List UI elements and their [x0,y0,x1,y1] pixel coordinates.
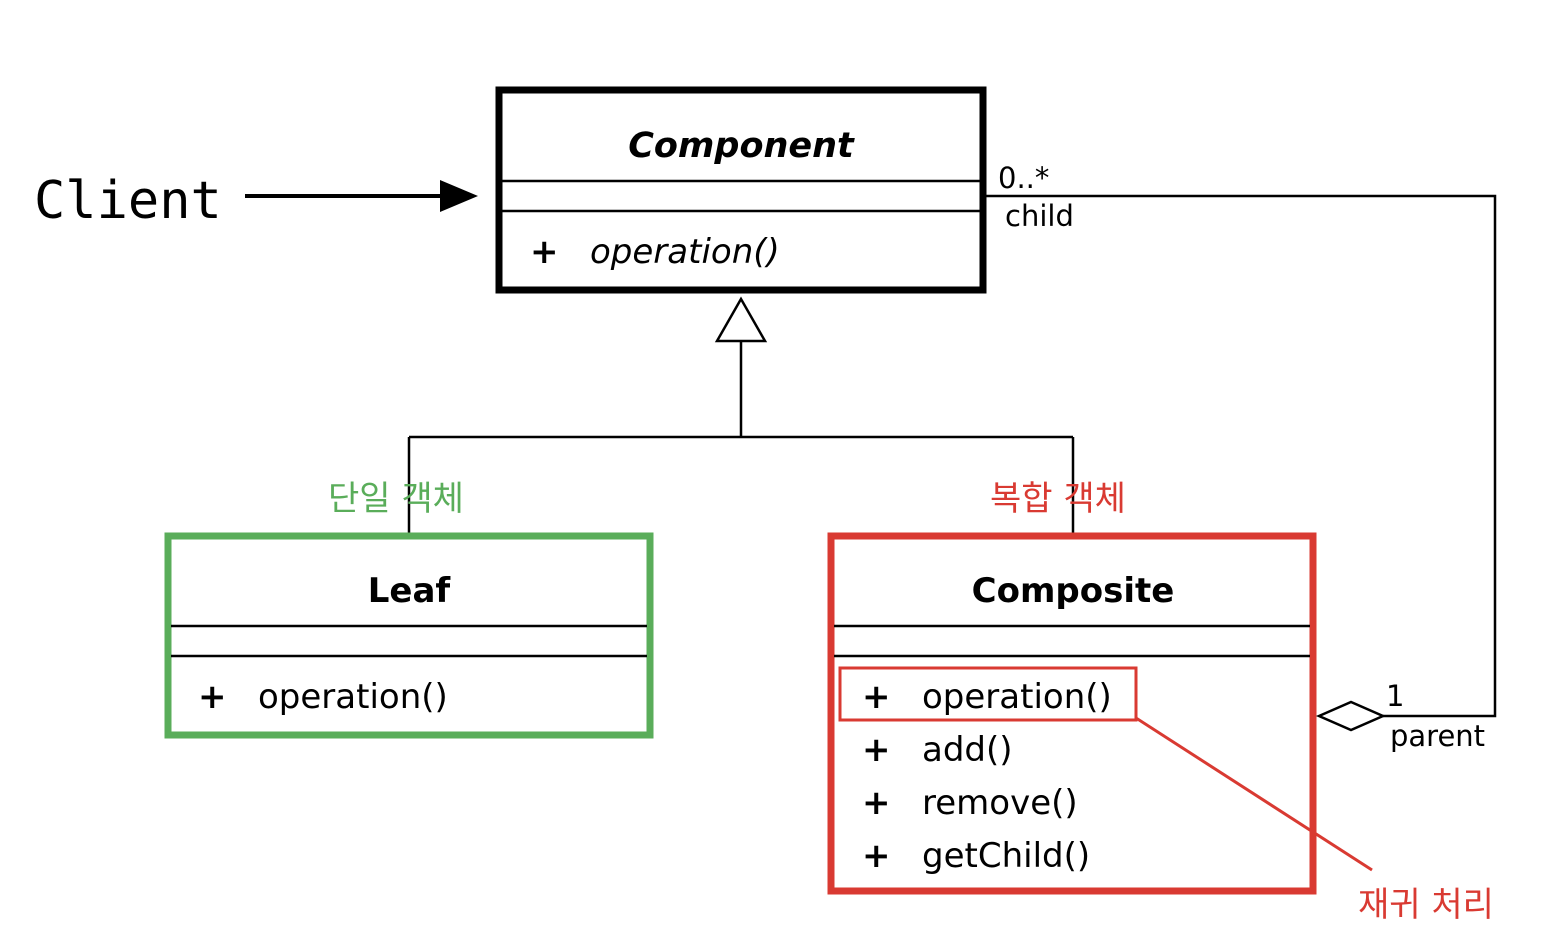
client-label: Client [34,171,222,231]
composite-method-visibility: + [862,836,891,876]
child-role: child [1005,199,1074,233]
component-name: Component [628,126,855,166]
leaf-class[interactable]: Leaf + operation() [164,532,654,739]
parent-multiplicity: 1 [1386,679,1404,713]
composite-box [827,532,1317,895]
composite-method-visibility: + [862,677,891,717]
leaf-method-name: operation() [258,677,448,717]
leaf-tag: 단일 객체 [328,479,464,519]
component-class[interactable]: Component + operation() [495,86,987,294]
child-multiplicity: 0..* [998,161,1049,195]
composite-method-visibility: + [862,783,891,823]
leaf-name: Leaf [368,571,452,611]
inheritance-triangle [714,296,768,343]
composite-method-visibility: + [862,730,891,770]
aggregation-diamond [1315,700,1387,732]
parent-role: parent [1390,719,1485,753]
highlight-operation-box [838,666,1138,722]
composite-method-add: add() [922,730,1013,770]
composite-tag: 복합 객체 [990,479,1126,519]
component-method-name: operation() [590,232,780,272]
component-method-visibility: + [530,232,559,272]
aggregation-line [984,194,1497,718]
composite-method-remove: remove() [922,783,1078,823]
annotation-label: 재귀 처리 [1358,885,1494,925]
leaf-method-visibility: + [198,677,227,717]
leaf-box [164,532,654,739]
composite-name: Composite [972,571,1175,611]
composite-method-operation: operation() [922,677,1112,717]
annotation-pointer-line [1135,716,1373,872]
composite-class[interactable]: Composite + operation() + add() + remove… [827,532,1317,895]
composite-method-getchild: getChild() [922,836,1090,876]
component-box [495,86,987,294]
client-arrow-head [440,180,478,212]
